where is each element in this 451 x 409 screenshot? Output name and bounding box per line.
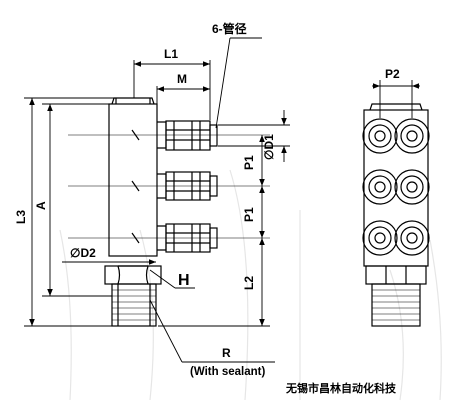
hex-nut	[104, 265, 162, 285]
side-view	[362, 103, 430, 327]
dim-D1	[218, 110, 290, 162]
manifold-body	[108, 103, 158, 257]
label-A: A	[34, 201, 48, 210]
label-with-sealant: (With sealant)	[190, 366, 265, 378]
label-H: H	[178, 272, 190, 289]
center-lines	[68, 134, 270, 239]
port-pair-middle	[362, 169, 430, 205]
dim-R	[149, 299, 275, 363]
fitting-upper	[157, 120, 218, 151]
label-P1-upper: P1	[242, 155, 256, 170]
label-M: M	[177, 72, 187, 86]
label-R: R	[222, 346, 231, 360]
dim-L2	[158, 238, 270, 327]
label-pipe-dia: 6-管径	[212, 21, 247, 36]
label-D2: ∅D2	[70, 246, 96, 260]
dim-H	[149, 269, 195, 289]
front-view	[104, 97, 218, 327]
port-pair-lower	[362, 220, 430, 256]
port-pair-upper	[362, 118, 430, 154]
label-D1: ∅D1	[262, 134, 276, 160]
side-thread	[371, 283, 421, 327]
company-caption: 无锡市昌林自动化科技	[286, 382, 396, 395]
side-hex-nut	[365, 265, 427, 285]
label-P1-lower: P1	[242, 207, 256, 222]
label-L1: L1	[164, 47, 178, 61]
label-P2: P2	[385, 67, 400, 81]
label-L2: L2	[242, 276, 256, 290]
dim-P2	[372, 80, 420, 118]
dim-L3-A	[24, 97, 114, 327]
top-cap	[111, 97, 155, 105]
dim-L1-M	[133, 37, 262, 129]
thread	[111, 283, 157, 327]
label-L3: L3	[14, 210, 28, 224]
